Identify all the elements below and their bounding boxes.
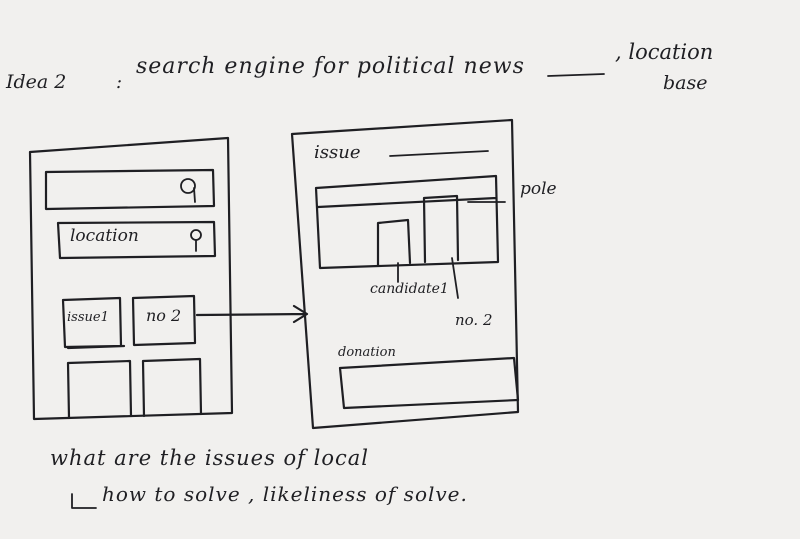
candidate-pointers <box>397 257 459 299</box>
issue-label: issue <box>314 142 361 163</box>
pole-label: pole <box>520 179 557 199</box>
left-tile-4 <box>141 357 203 418</box>
title-separator: : <box>116 72 123 93</box>
left-tile-no2 <box>131 294 197 347</box>
location-label: location <box>70 226 139 246</box>
left-phone-frame <box>28 136 234 421</box>
title-suffix-base: base <box>663 72 708 94</box>
donation-label: donation <box>338 345 396 360</box>
note-hook <box>71 493 97 509</box>
right-phone-frame <box>290 118 520 430</box>
tile-issue1-label: issue1 <box>67 310 109 325</box>
location-pin-icon <box>190 229 202 252</box>
left-location-box <box>56 220 217 260</box>
title-suffix: , location <box>615 40 714 64</box>
poll-bar-candidate2 <box>422 194 460 264</box>
donation-box <box>338 356 520 410</box>
note-line-1: what are the issues of local <box>50 446 369 470</box>
navigation-arrow <box>195 304 309 324</box>
news-underline <box>547 73 605 77</box>
search-icon <box>180 178 196 203</box>
poll-chart-box <box>314 174 500 270</box>
tile-no2-label: no 2 <box>146 306 182 325</box>
poll-bar-candidate1 <box>376 218 412 267</box>
left-tile-issue1 <box>61 296 126 350</box>
issue-underline <box>389 150 489 157</box>
candidate1-label: candidate1 <box>370 281 449 297</box>
candidate2-label: no. 2 <box>455 311 493 329</box>
note-line-2: how to solve , likeliness of solve. <box>102 482 468 506</box>
title-text: search engine for political news <box>136 54 525 79</box>
left-search-box <box>44 168 216 211</box>
left-tile-3 <box>66 359 133 420</box>
idea-label: Idea 2 <box>6 71 67 93</box>
